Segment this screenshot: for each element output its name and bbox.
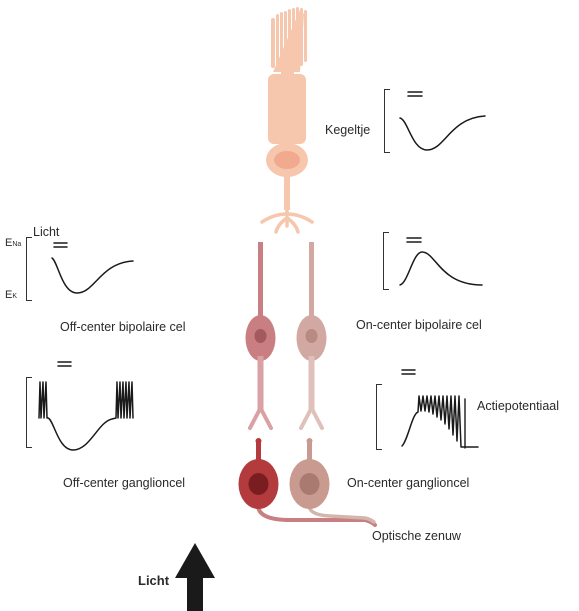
off-ganglion-bracket (26, 377, 32, 448)
e-k-label: EK (5, 289, 17, 301)
optic-nerve-fibers (256, 503, 377, 527)
on-bipolar-label: On-center bipolaire cel (356, 318, 482, 332)
cone-axon (284, 174, 290, 210)
on-bipolar-trace (399, 237, 483, 286)
off-center-ganglion-cell (238, 438, 279, 509)
off-bipolar-trace (51, 242, 134, 294)
on-ganglion-bracket (376, 384, 382, 450)
cone-cell (260, 7, 314, 234)
e-na-main: E (5, 237, 13, 249)
on-center-ganglion-cell (289, 438, 330, 509)
light-direction-label: Licht (138, 573, 170, 588)
on-center-bipolar-cell (296, 242, 327, 430)
off-bipolar-label: Off-center bipolaire cel (60, 320, 186, 334)
e-k-sub: K (12, 293, 18, 300)
cone-nucleus (274, 151, 300, 169)
light-stimulus-label: Licht (33, 225, 60, 239)
optic-nerve-label: Optische zenuw (372, 529, 461, 543)
cone-pedicle (260, 206, 314, 234)
cone-cilium (281, 66, 294, 76)
e-k-main: E (5, 289, 13, 301)
cone-label: Kegeltje (325, 123, 371, 137)
on-bipolar-bracket (383, 232, 389, 290)
off-center-bipolar-cell (245, 242, 276, 430)
action-potential-label: Actiepotentiaal (477, 399, 560, 413)
off-ganglion-trace (38, 361, 134, 451)
light-arrow-icon (175, 543, 215, 611)
cone-inner-segment (268, 74, 306, 144)
off-bipolar-bracket (26, 237, 32, 301)
e-na-label: ENa (5, 237, 21, 249)
off-ganglion-label: Off-center ganglioncel (63, 476, 186, 490)
cone-outer-segment (271, 7, 307, 72)
on-ganglion-trace (401, 369, 479, 449)
on-ganglion-label: On-center ganglioncel (347, 476, 470, 490)
cone-trace (399, 91, 486, 151)
cone-bracket (384, 89, 390, 153)
e-na-sub: Na (12, 241, 22, 248)
